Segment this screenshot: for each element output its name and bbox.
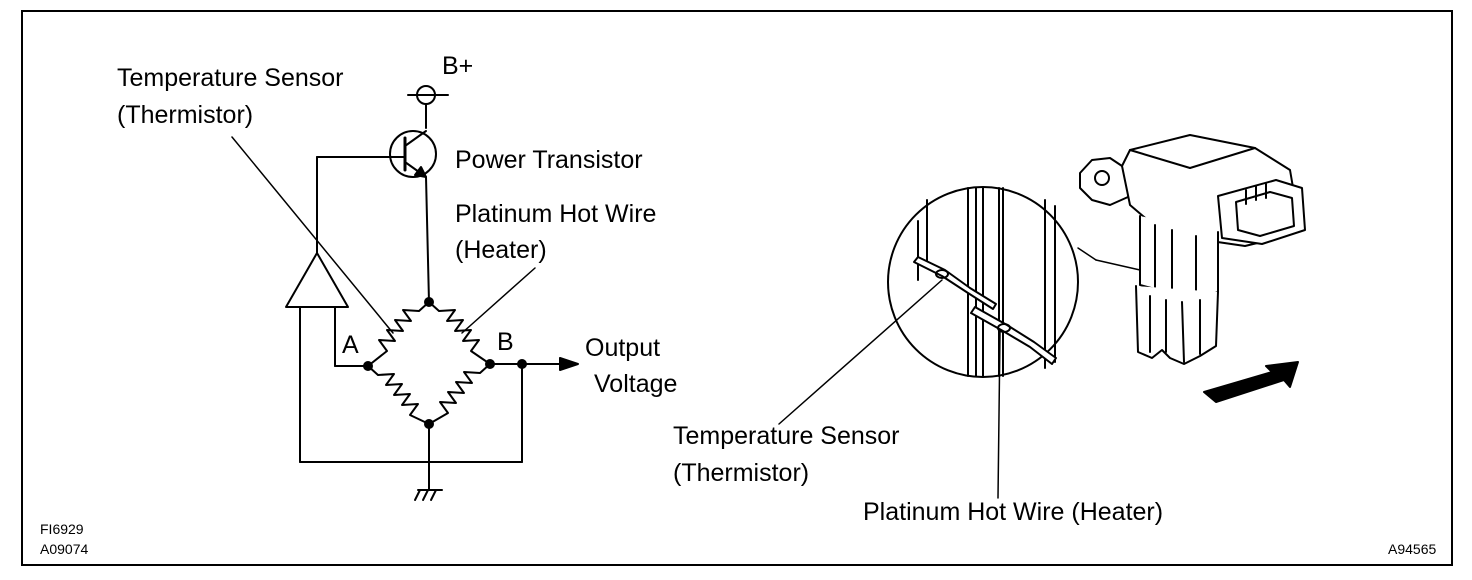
ground-symbol: [414, 423, 443, 501]
circuit-temp-sensor-sublabel: (Thermistor): [117, 101, 254, 129]
air-flow-arrow: [1203, 361, 1299, 403]
magnified-view: [887, 186, 1079, 378]
sensor-leader-lines: [778, 279, 1001, 499]
sensor-hot-wire-label: Platinum Hot Wire (Heater): [863, 498, 1164, 526]
output-sublabel: Voltage: [594, 370, 678, 398]
magnifier-connector: [1077, 247, 1141, 271]
mass-air-flow-sensor: [1079, 134, 1306, 365]
figure-code-1: FI6929: [40, 521, 84, 537]
supply-label: B+: [442, 52, 474, 80]
power-transistor-symbol: [316, 130, 437, 303]
figure-code-2: A09074: [40, 541, 89, 557]
figure-code-3: A94565: [1388, 541, 1437, 557]
node-a-label: A: [342, 331, 359, 359]
sensor-temp-sensor-sublabel: (Thermistor): [673, 459, 810, 487]
circuit-temp-sensor-label: Temperature Sensor: [117, 64, 344, 92]
node-b-label: B: [497, 328, 514, 356]
supply-terminal: [407, 85, 449, 129]
circuit-hot-wire-sublabel: (Heater): [455, 236, 547, 264]
output-label: Output: [585, 334, 661, 362]
output-arrow: [489, 357, 579, 371]
diagram-frame: [21, 10, 1453, 566]
sensor-temp-sensor-label: Temperature Sensor: [673, 422, 900, 450]
power-transistor-label: Power Transistor: [455, 146, 643, 174]
circuit-leader-lines: [231, 136, 536, 334]
feedback-wiring: [285, 156, 523, 463]
circuit-hot-wire-label: Platinum Hot Wire: [455, 200, 657, 228]
